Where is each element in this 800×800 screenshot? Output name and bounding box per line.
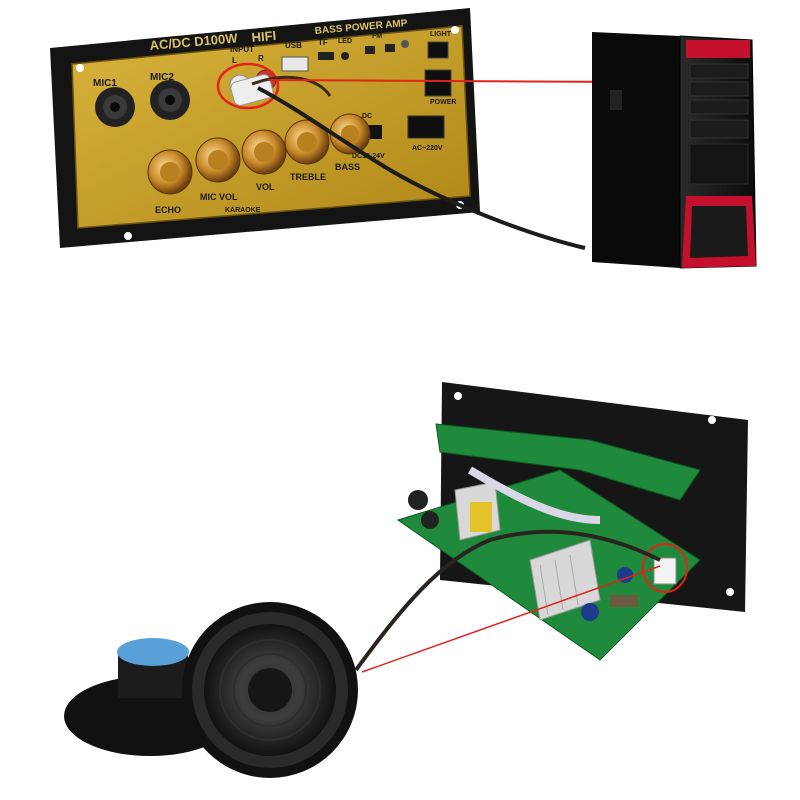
ac-power-socket[interactable] [407,115,445,139]
speaker-cone-ring [233,653,307,727]
panel-hifi-label: HIFI [251,28,277,45]
speaker-cone-ring [219,639,321,741]
knob-label-treble: TREBLE [290,172,326,182]
screw-hole [726,588,734,596]
drive-bay [689,81,749,97]
mic1-jack[interactable] [95,87,135,127]
speaker-magnet-label [117,638,189,666]
knob-label-mic-vol: MIC VOL [200,192,238,202]
mic1-label: MIC1 [93,78,117,89]
capacitor [617,567,633,583]
knob-treble[interactable] [284,119,330,165]
input-right-label: R [258,54,264,63]
speaker-cable [354,529,661,672]
mic2-jack[interactable] [150,80,190,120]
transformer [470,502,492,532]
ir-receiver [385,44,395,52]
tower-top-accent [686,40,750,58]
knob-label-bass: BASS [335,162,360,172]
tf-slot[interactable] [318,52,334,60]
inductor [610,595,638,607]
screw-hole [708,416,716,424]
rear-fan-vent [610,90,622,110]
capacitor [421,511,439,529]
tower-vent [690,206,748,258]
front-panel [689,143,749,185]
connector-line-pc [267,79,629,83]
screw-hole [124,232,132,240]
mic2-label: MIC2 [150,72,174,83]
input-left-label: L [232,56,237,65]
knob-bass[interactable] [329,113,371,155]
karaoke-badge: KARAOKE [225,207,261,214]
speaker [64,602,358,778]
input-highlight-circle [216,62,280,110]
dc-label: DC [362,113,372,120]
power-switch[interactable] [424,69,452,97]
connector-line-speaker [361,565,661,673]
audio-cable [257,86,586,250]
knob-label-echo: ECHO [155,205,181,215]
fm-switch[interactable] [365,46,375,54]
light-switch[interactable] [427,41,449,59]
led-indicator [341,52,349,60]
light-label: LIGHT [430,31,452,38]
input-label: INPUT [230,45,254,54]
amplifier-panel: AC/DC D100W HIFI BASS POWER AMP MIC1 MIC… [50,8,480,248]
usb-slot[interactable] [281,56,309,72]
screw-hole [451,26,459,34]
screw-hole [454,392,462,400]
audio-cable-branch [251,75,332,97]
ribbon-cable [467,466,601,524]
knob-echo[interactable] [147,149,193,195]
tower-side [592,32,680,268]
fm-antenna-jack[interactable] [401,40,409,48]
amplifier-board [396,382,748,661]
drive-bay [689,99,749,115]
drive-bay [689,63,749,79]
speaker-output-connector[interactable] [653,557,677,585]
led-label: LED [338,38,352,45]
knob-mic-vol[interactable] [195,137,241,183]
control-pcb [435,423,701,501]
ac-label: AC~220V [412,145,443,152]
tf-label: TF [318,38,328,47]
dc-socket[interactable] [368,125,382,139]
heatsink [529,539,601,621]
capacitor [408,490,428,510]
usb-label: USB [285,41,302,50]
power-label: POWER [430,99,456,106]
fm-label: FM [372,33,382,40]
knob-label-vol: VOL [256,182,275,192]
speaker-output-highlight [642,543,688,593]
capacitor [581,603,599,621]
speaker-dust-cap [248,668,292,712]
knob-vol[interactable] [241,129,287,175]
pc-tower [592,32,757,269]
drive-bay [689,119,749,139]
screw-hole [76,64,84,72]
